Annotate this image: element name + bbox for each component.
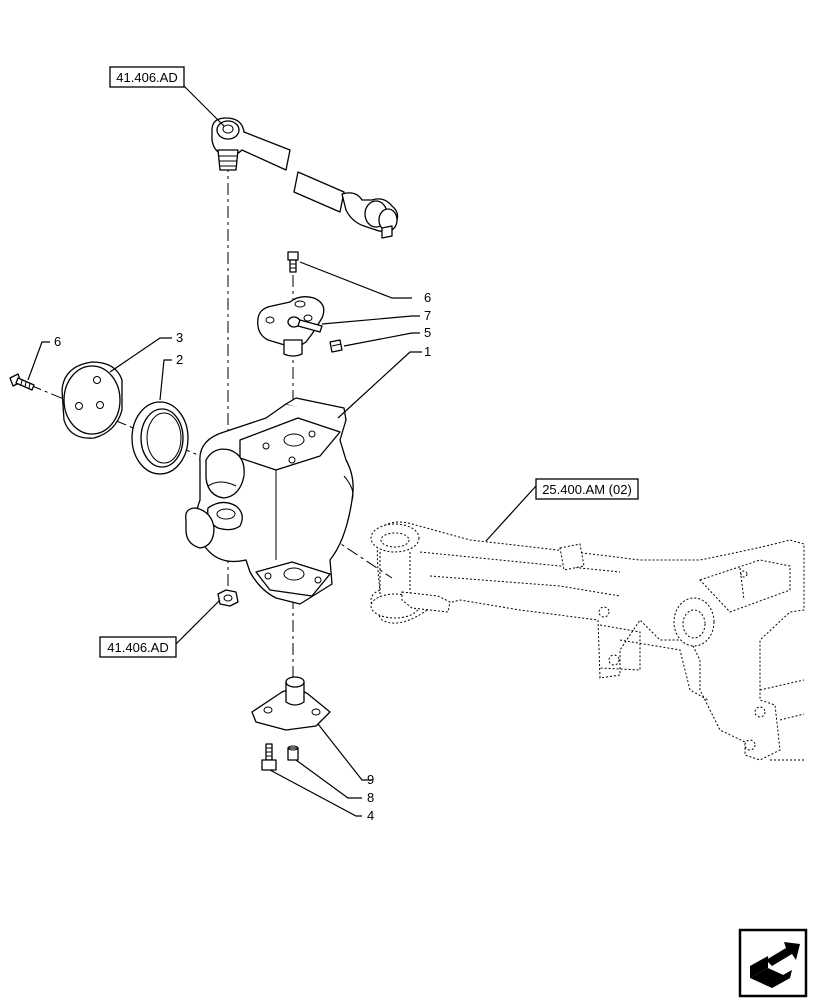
callout-fitting-bottom: 8 [367, 790, 374, 805]
steering-nut [217, 589, 239, 607]
callout-knuckle: 1 [424, 344, 431, 359]
leader-lines [27, 81, 537, 817]
callout-bolt-bottom: 4 [367, 808, 374, 823]
seal-ring [131, 401, 189, 475]
ref-label-tie-rod: 41.406.AD [116, 70, 177, 85]
callout-lower-pin: 9 [367, 772, 374, 787]
bolt-left [9, 373, 35, 391]
grease-fitting-top [329, 339, 343, 353]
upper-plate [257, 296, 325, 357]
ref-label-axle: 25.400.AM (02) [542, 482, 632, 497]
hub-cover [61, 361, 123, 439]
callout-numbers: 6 7 5 1 3 2 6 9 8 4 [54, 290, 431, 823]
ref-box-steering-nut[interactable]: 41.406.AD [99, 636, 177, 658]
axle-beam-ghost [370, 521, 805, 761]
lower-pivot-plate [251, 676, 331, 731]
bolt-top [287, 251, 299, 273]
steering-knuckle [185, 397, 354, 605]
bolt-bottom [261, 743, 277, 771]
ref-box-tie-rod[interactable]: 41.406.AD [109, 66, 185, 88]
callout-bolt-top: 6 [424, 290, 431, 305]
ref-box-axle[interactable]: 25.400.AM (02) [535, 478, 639, 500]
callout-cover: 3 [176, 330, 183, 345]
next-page-arrow-icon[interactable] [738, 928, 808, 998]
tie-rod [211, 117, 399, 239]
callout-seal: 2 [176, 352, 183, 367]
grease-fitting-bottom [287, 745, 299, 761]
callout-fitting-top: 5 [424, 325, 431, 340]
ref-label-steering-nut: 41.406.AD [107, 640, 168, 655]
callout-washer-top: 7 [424, 308, 431, 323]
callout-bolt-left: 6 [54, 334, 61, 349]
